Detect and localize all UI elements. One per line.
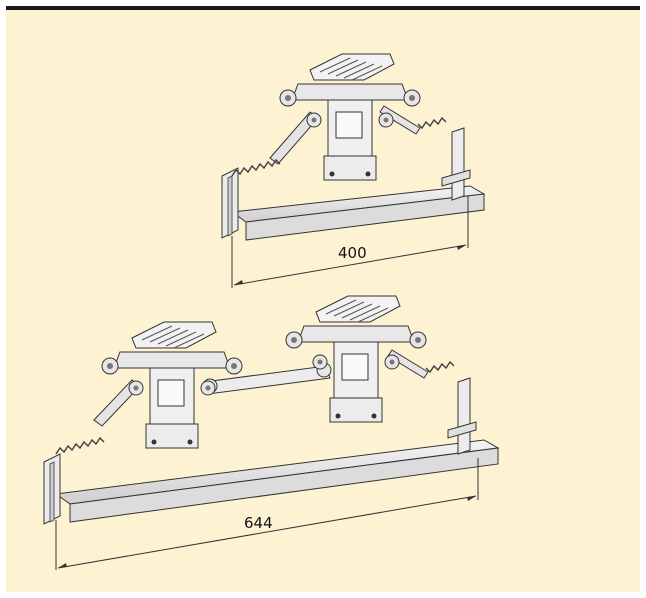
double-detector-mount-icon bbox=[43, 295, 500, 570]
header-bar bbox=[6, 6, 640, 10]
single-detector-mount-icon bbox=[221, 53, 486, 288]
lower-dimension-label: 644 bbox=[244, 514, 273, 532]
upper-dimension-label: 400 bbox=[338, 244, 367, 262]
